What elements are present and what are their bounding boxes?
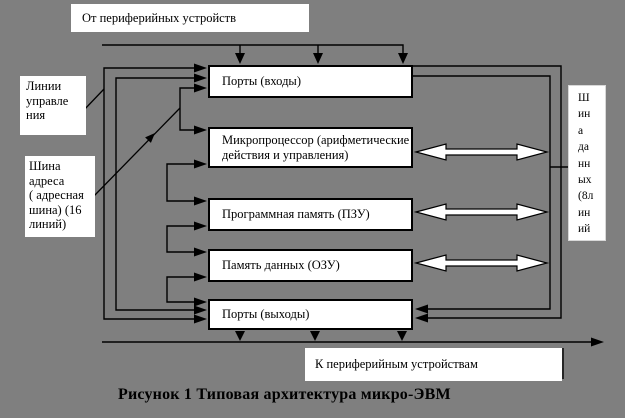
data-bus-double-arrows xyxy=(413,143,550,272)
block-microprocessor: Микропроцессор (арифметические действия … xyxy=(208,127,413,168)
left-bus-arrowheads xyxy=(194,63,207,324)
address-pointer-arrowhead xyxy=(145,133,155,143)
block-program-memory-rom: Программная память (ПЗУ) xyxy=(208,198,413,231)
right-bus-lines xyxy=(413,65,570,379)
rom-data-bus-double-arrow xyxy=(413,203,550,221)
top-feed-arrowheads xyxy=(235,53,408,64)
figure-caption: Рисунок 1 Типовая архитектура микро-ЭВМ xyxy=(118,386,451,403)
ram-data-bus-double-arrow xyxy=(413,254,550,272)
block-data-memory-ram: Память данных (ОЗУ) xyxy=(208,249,413,282)
address-bus-label: Шина адреса ( адресная шина) (16 линий) xyxy=(25,156,95,237)
label-pointer-lines xyxy=(82,88,181,198)
block-ports-inputs: Порты (входы) xyxy=(208,65,413,98)
to-peripherals-label: К периферийным устройствам xyxy=(305,348,562,381)
right-bus-arrowheads xyxy=(415,304,428,323)
block-ports-outputs: Порты (выходы) xyxy=(208,299,413,330)
control-lines-label: Линии управле ния xyxy=(20,76,86,135)
left-bus-lines xyxy=(103,67,200,320)
top-feed-line xyxy=(102,44,404,56)
bottom-bus-arrowheads xyxy=(235,331,604,347)
cpu-data-bus-double-arrow xyxy=(413,143,550,161)
from-peripherals-label: От периферийных устройств xyxy=(71,4,309,32)
data-bus-label: Ш ин а да нн ых (8л ин ий xyxy=(568,85,606,241)
